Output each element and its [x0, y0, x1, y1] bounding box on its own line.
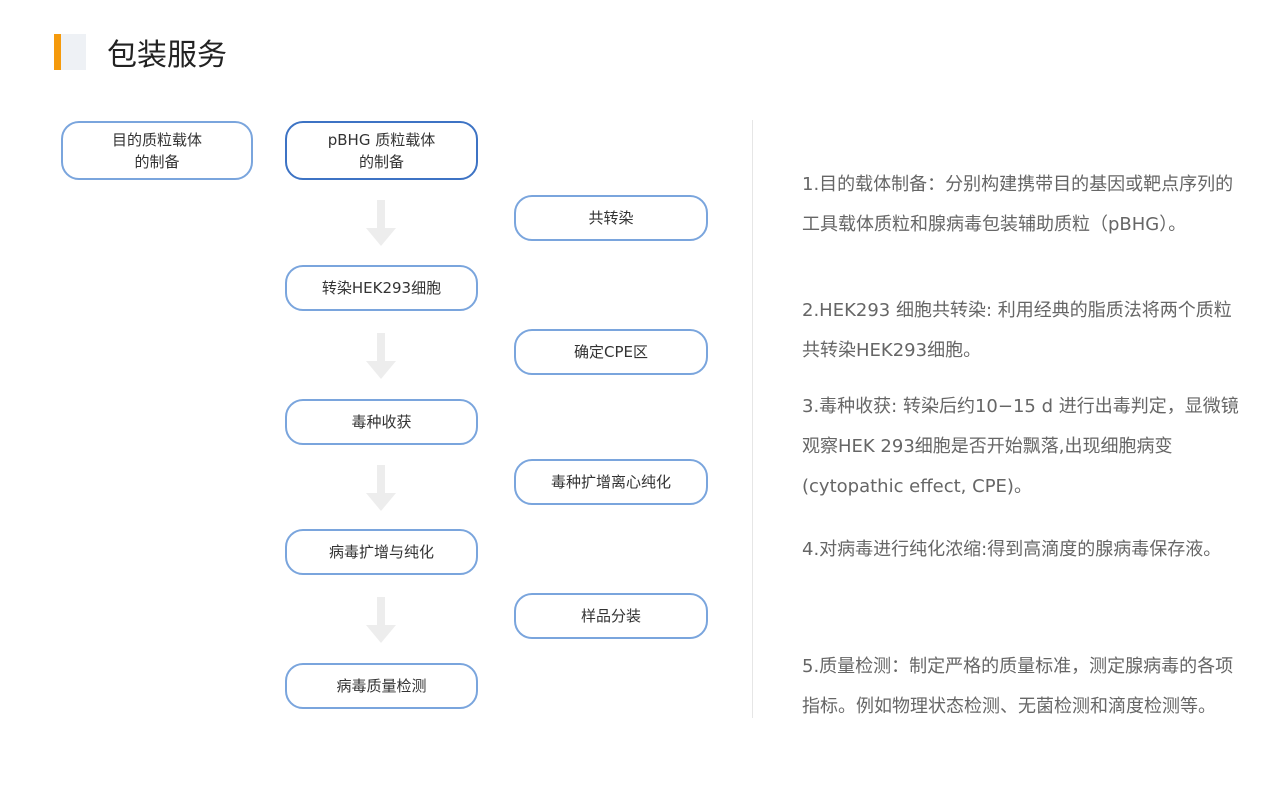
step-seed-amplify: 毒种扩增离心纯化	[514, 459, 708, 505]
step-transfect-hek: 转染HEK293细胞	[285, 265, 478, 311]
step-cotransfection: 共转染	[514, 195, 708, 241]
description-step-2: 2.HEK293 细胞共转染: 利用经典的脂质法将两个质粒共转染HEK293细胞…	[802, 300, 1232, 361]
description-step-1: 1.目的载体制备：分别构建携带目的基因或靶点序列的工具载体质粒和腺病毒包装辅助质…	[802, 174, 1234, 235]
step-harvest: 毒种收获	[285, 399, 478, 445]
down-arrow-icon	[366, 200, 396, 246]
down-arrow-icon	[366, 465, 396, 511]
step-cpe: 确定CPE区	[514, 329, 708, 375]
page-title: 包装服务	[107, 38, 227, 73]
step-pbhg-vector: pBHG 质粒载体 的制备	[285, 121, 478, 180]
step-qc: 病毒质量检测	[285, 663, 478, 709]
step-amplify-purify: 病毒扩增与纯化	[285, 529, 478, 575]
description-step-3: 3.毒种收获: 转染后约10−15 d 进行出毒判定，显微镜观察HEK 293细…	[802, 396, 1239, 497]
description-step-5: 5.质量检测：制定严格的质量标准，测定腺病毒的各项指标。例如物理状态检测、无菌检…	[802, 656, 1234, 717]
down-arrow-icon	[366, 333, 396, 379]
description-step-4: 4.对病毒进行纯化浓缩:得到高滴度的腺病毒保存液。	[802, 539, 1222, 560]
title-accent-bar	[54, 34, 86, 70]
step-aliquot: 样品分装	[514, 593, 708, 639]
step-target-vector: 目的质粒载体 的制备	[61, 121, 253, 180]
divider	[752, 120, 753, 718]
down-arrow-icon	[366, 597, 396, 643]
